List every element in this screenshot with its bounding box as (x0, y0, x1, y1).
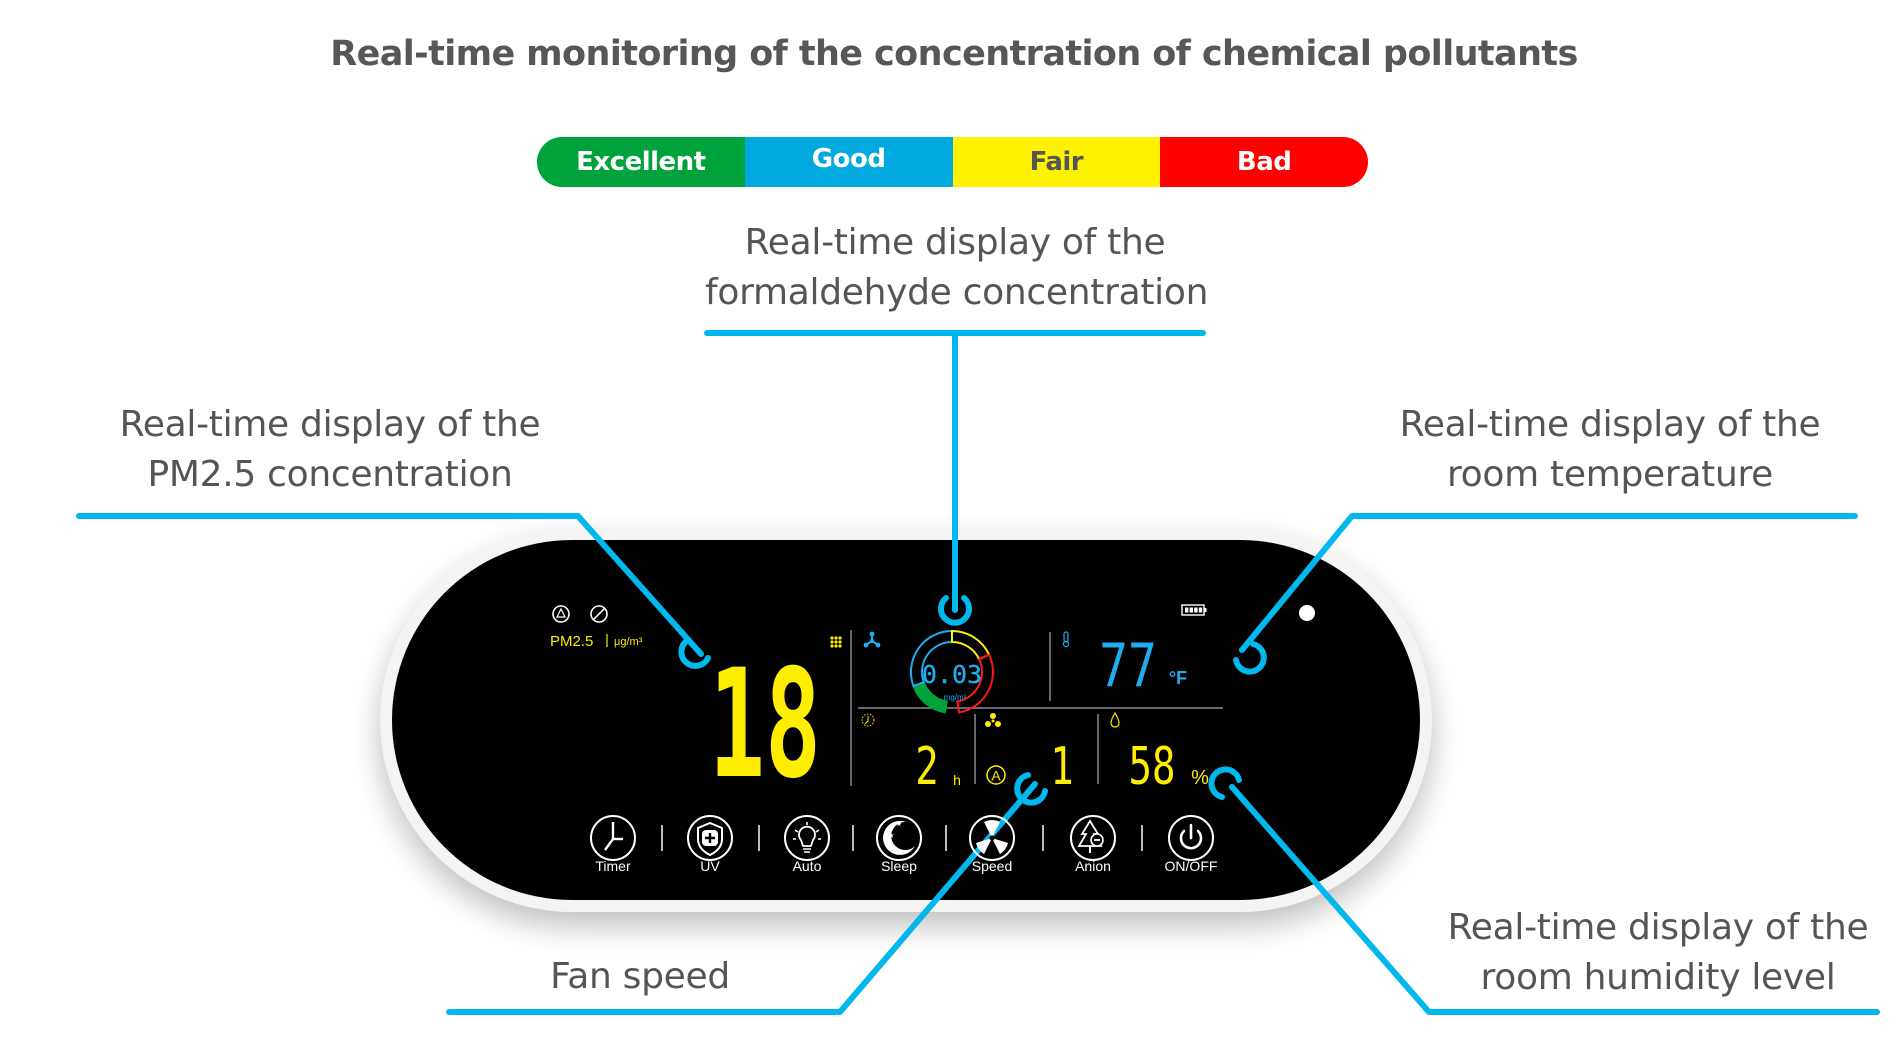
temperature-value: 77 (1099, 631, 1157, 701)
button-label: Auto (792, 858, 822, 874)
button-separator (757, 825, 760, 851)
callout-temperature-line2: room temperature (1446, 454, 1774, 495)
anchor-pm25 (678, 637, 711, 669)
leader-temperature (1239, 513, 1858, 653)
button-uv[interactable]: UV (680, 808, 740, 874)
button-separator (944, 825, 947, 851)
timer-value: 2 (915, 735, 938, 796)
button-label: Speed (971, 858, 1013, 874)
gauge-segment-bad (956, 653, 994, 714)
power-icon (1168, 815, 1214, 861)
pm25-unit: μg/m³ (614, 636, 643, 648)
button-label: UV (700, 858, 720, 874)
dot-grid-icon (830, 636, 842, 648)
indicator-light (1299, 605, 1315, 621)
callout-anchors (678, 595, 1267, 806)
callout-humidity-line1: Real-time display of the (1447, 907, 1869, 948)
airflow-icon (863, 631, 881, 648)
moon-stars-icon: ★★★ (876, 815, 922, 861)
callout-formaldehyde-line2: formaldehyde concentration (705, 272, 1209, 313)
button-separator (1041, 825, 1044, 851)
callout-pm25-line1: Real-time display of the (119, 404, 541, 445)
callout-formaldehyde: Real-time display of the formaldehyde co… (705, 218, 1209, 318)
fan-speed-icon (985, 713, 1001, 727)
button-label: Anion (1075, 858, 1111, 874)
svg-text:★: ★ (896, 820, 902, 828)
timer-unit: h (953, 772, 961, 788)
button-sleep[interactable]: ★★★Sleep (869, 808, 929, 874)
clock-icon (590, 815, 636, 861)
lightbulb-icon (784, 815, 830, 861)
callout-humidity: Real-time display of the room humidity l… (1408, 903, 1900, 1003)
gauge-segment-fair (951, 629, 991, 661)
anchor-fan-speed (1014, 772, 1048, 806)
svg-text:★: ★ (887, 831, 894, 840)
scale-fair: Fair (952, 137, 1161, 187)
timer-small-icon (861, 713, 875, 727)
leader-humidity (1229, 784, 1880, 1015)
callout-pm25: Real-time display of the PM2.5 concentra… (80, 400, 580, 500)
scale-good-label: Good (811, 144, 886, 174)
fan-speed-value: 1 (1050, 735, 1073, 796)
pm25-label: PM2.5 (550, 633, 593, 650)
anchor-temperature (1233, 641, 1267, 675)
callout-temperature-line1: Real-time display of the (1399, 404, 1821, 445)
button-timer[interactable]: Timer (583, 808, 643, 874)
formaldehyde-unit: mg/m³ (944, 693, 967, 702)
formaldehyde-value: 0.03 (922, 660, 982, 689)
scale-bad-label: Bad (1236, 147, 1292, 177)
button-separator (1141, 825, 1143, 851)
button-label: Sleep (881, 858, 917, 874)
humidity-value: 58 (1129, 735, 1176, 796)
temperature-unit: °F (1169, 668, 1187, 688)
leader-fan-speed (446, 781, 1038, 1015)
no-fan-icon (590, 605, 608, 623)
scale-bad: Bad (1160, 137, 1368, 187)
humidity-drop-icon (1110, 711, 1120, 728)
anchor-humidity (1208, 766, 1242, 800)
callout-temperature: Real-time display of the room temperatur… (1360, 400, 1860, 500)
scale-good: Good (744, 137, 953, 187)
callout-humidity-line2: room humidity level (1480, 957, 1836, 998)
scale-excellent-label: Excellent (576, 147, 706, 177)
battery-icon (1181, 604, 1207, 616)
leader-pm25 (76, 513, 704, 657)
formaldehyde-gauge (910, 629, 994, 714)
button-label: Timer (595, 858, 631, 874)
scale-fair-label: Fair (1029, 147, 1084, 177)
auto-mode-badge: A (986, 765, 1006, 785)
button-separator (852, 825, 854, 851)
pm25-value: 18 (709, 638, 821, 812)
callout-fan-speed: Fan speed (450, 952, 830, 1002)
shield-plus-icon (687, 815, 733, 861)
page-title: Real-time monitoring of the concentratio… (330, 34, 1578, 74)
button-auto[interactable]: Auto (777, 808, 837, 874)
mute-icon (552, 605, 570, 623)
svg-text:★: ★ (896, 830, 908, 845)
fan-mode-label: A (991, 768, 1001, 784)
anchor-formaldehyde (938, 595, 972, 626)
button-label: ON/OFF (1164, 858, 1218, 874)
button-speed[interactable]: Speed (962, 808, 1022, 874)
humidity-unit: % (1191, 767, 1209, 789)
scale-excellent: Excellent (537, 137, 745, 187)
button-anion[interactable]: Anion (1063, 808, 1123, 874)
callout-pm25-line2: PM2.5 concentration (147, 454, 513, 495)
fan-icon (969, 815, 1015, 861)
callout-fan-speed-line1: Fan speed (550, 956, 730, 997)
button-separator (660, 825, 663, 851)
button-on-off[interactable]: ON/OFF (1161, 808, 1221, 874)
tree-anion-icon (1070, 815, 1116, 861)
thermometer-icon (1062, 631, 1070, 648)
callout-formaldehyde-line1: Real-time display of the (744, 222, 1166, 263)
callout-lines (76, 330, 1880, 1015)
air-quality-scale: Excellent Good Fair Bad (537, 137, 1368, 187)
device-display-panel (392, 540, 1420, 900)
